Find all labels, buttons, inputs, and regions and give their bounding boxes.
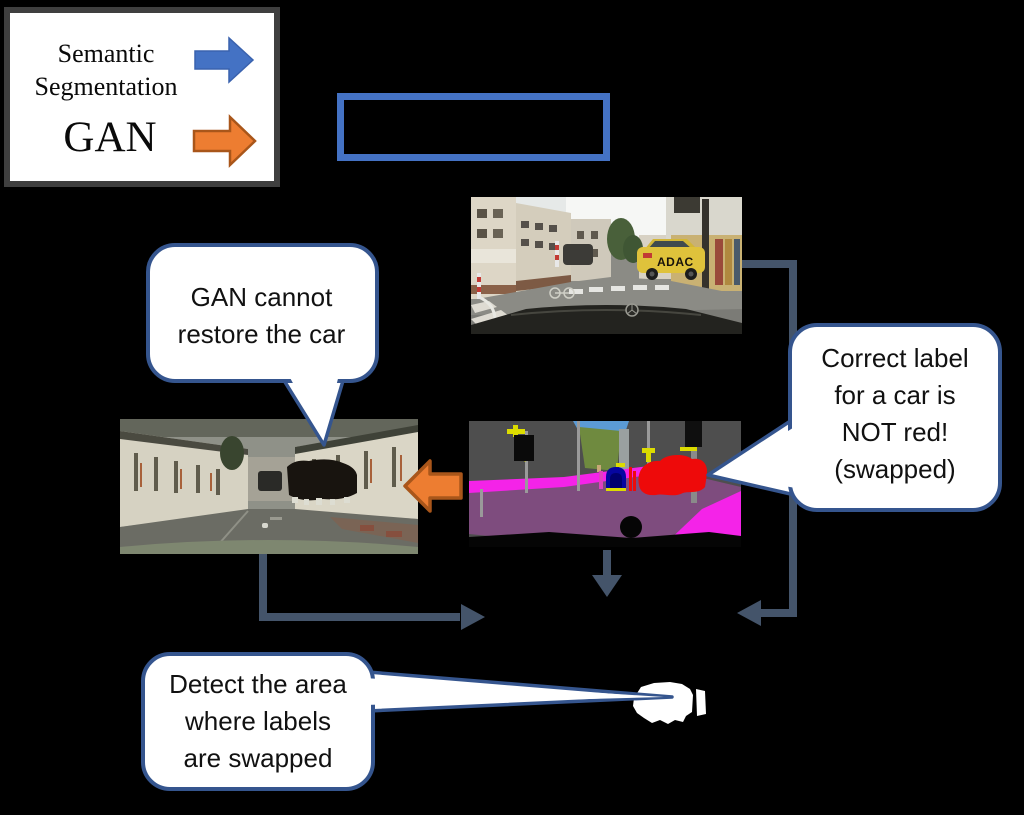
legend-semantic-line2: Segmentation [34,72,178,101]
legend-box: Semantic Segmentation GAN [4,7,280,187]
photo-yellow-adac-car: ADAC [637,239,705,280]
mask-car-blob-right [696,689,706,716]
arrowhead-left-icon [737,600,761,626]
arrowhead-down-icon [592,575,622,597]
gan-failed-car-blob [287,459,357,505]
connector-gan-to-bottom [259,552,485,630]
gan-left-building [120,431,248,527]
gan-ego-hood [120,540,418,554]
mask-car-blob [633,682,693,724]
seg-blue-car [606,467,626,491]
photo-ego-hood [471,303,742,334]
photo-left-buildings [471,197,611,299]
seg-ego-hood [469,532,741,547]
legend-semantic-line1: Semantic [57,39,155,68]
gan-center-scene [220,436,295,501]
segmentation-map-image [469,421,741,547]
seg-black-circle [620,516,642,538]
semantic-segmentation-arrow-icon [194,36,255,84]
legend-label-semantic-segmentation: Semantic Segmentation [16,37,196,103]
arrowhead-right-icon [461,604,485,630]
seg-red-car-swapped-label [629,455,708,496]
detection-mask-image [633,682,706,724]
connector-photo-to-bottom [737,260,797,626]
seg-sidewalk-right [662,491,741,547]
seg-black-box [685,421,702,447]
legend-label-gan: GAN [63,114,157,161]
gan-flow-arrow-icon [403,459,463,513]
seg-vegetation [579,427,621,471]
photo-dark-car [563,244,593,265]
empty-title-box [337,93,610,161]
connector-seg-down-arrow [592,550,622,597]
seg-billboard [514,435,534,461]
photo-striped-pole [477,241,559,299]
gan-arrow-icon [192,114,257,168]
gan-reconstruction-image [120,419,418,554]
street-photo-image: ADAC [471,197,742,334]
adac-text: ADAC [657,255,694,269]
